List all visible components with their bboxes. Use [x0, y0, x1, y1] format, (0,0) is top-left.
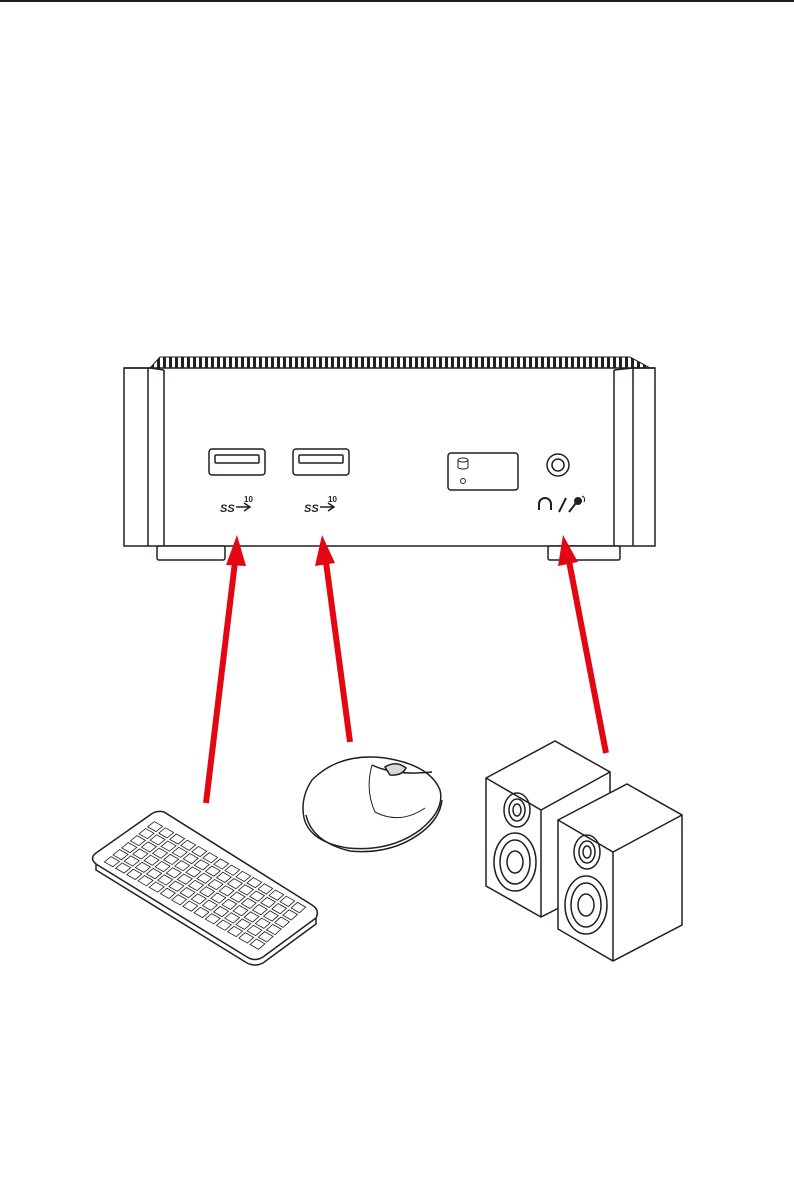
arrow-mouse-to-usb2 — [315, 535, 350, 742]
arrow-speakers-to-audio — [558, 535, 606, 753]
mini-pc — [124, 357, 655, 560]
usb-speed-text: 10 — [244, 495, 253, 504]
usb-ss-text: SS — [220, 503, 235, 515]
usb-speed-text: 10 — [328, 495, 337, 504]
usb-ss-text: SS — [304, 503, 319, 515]
speaker-right — [558, 784, 682, 961]
pc-body — [124, 368, 655, 546]
mouse — [303, 757, 442, 852]
pc-foot-left — [157, 546, 225, 560]
keyboard — [93, 811, 318, 965]
arrow-keyboard-to-usb1 — [206, 535, 246, 803]
pc-foot-right — [548, 546, 620, 560]
top-vent — [150, 357, 650, 368]
